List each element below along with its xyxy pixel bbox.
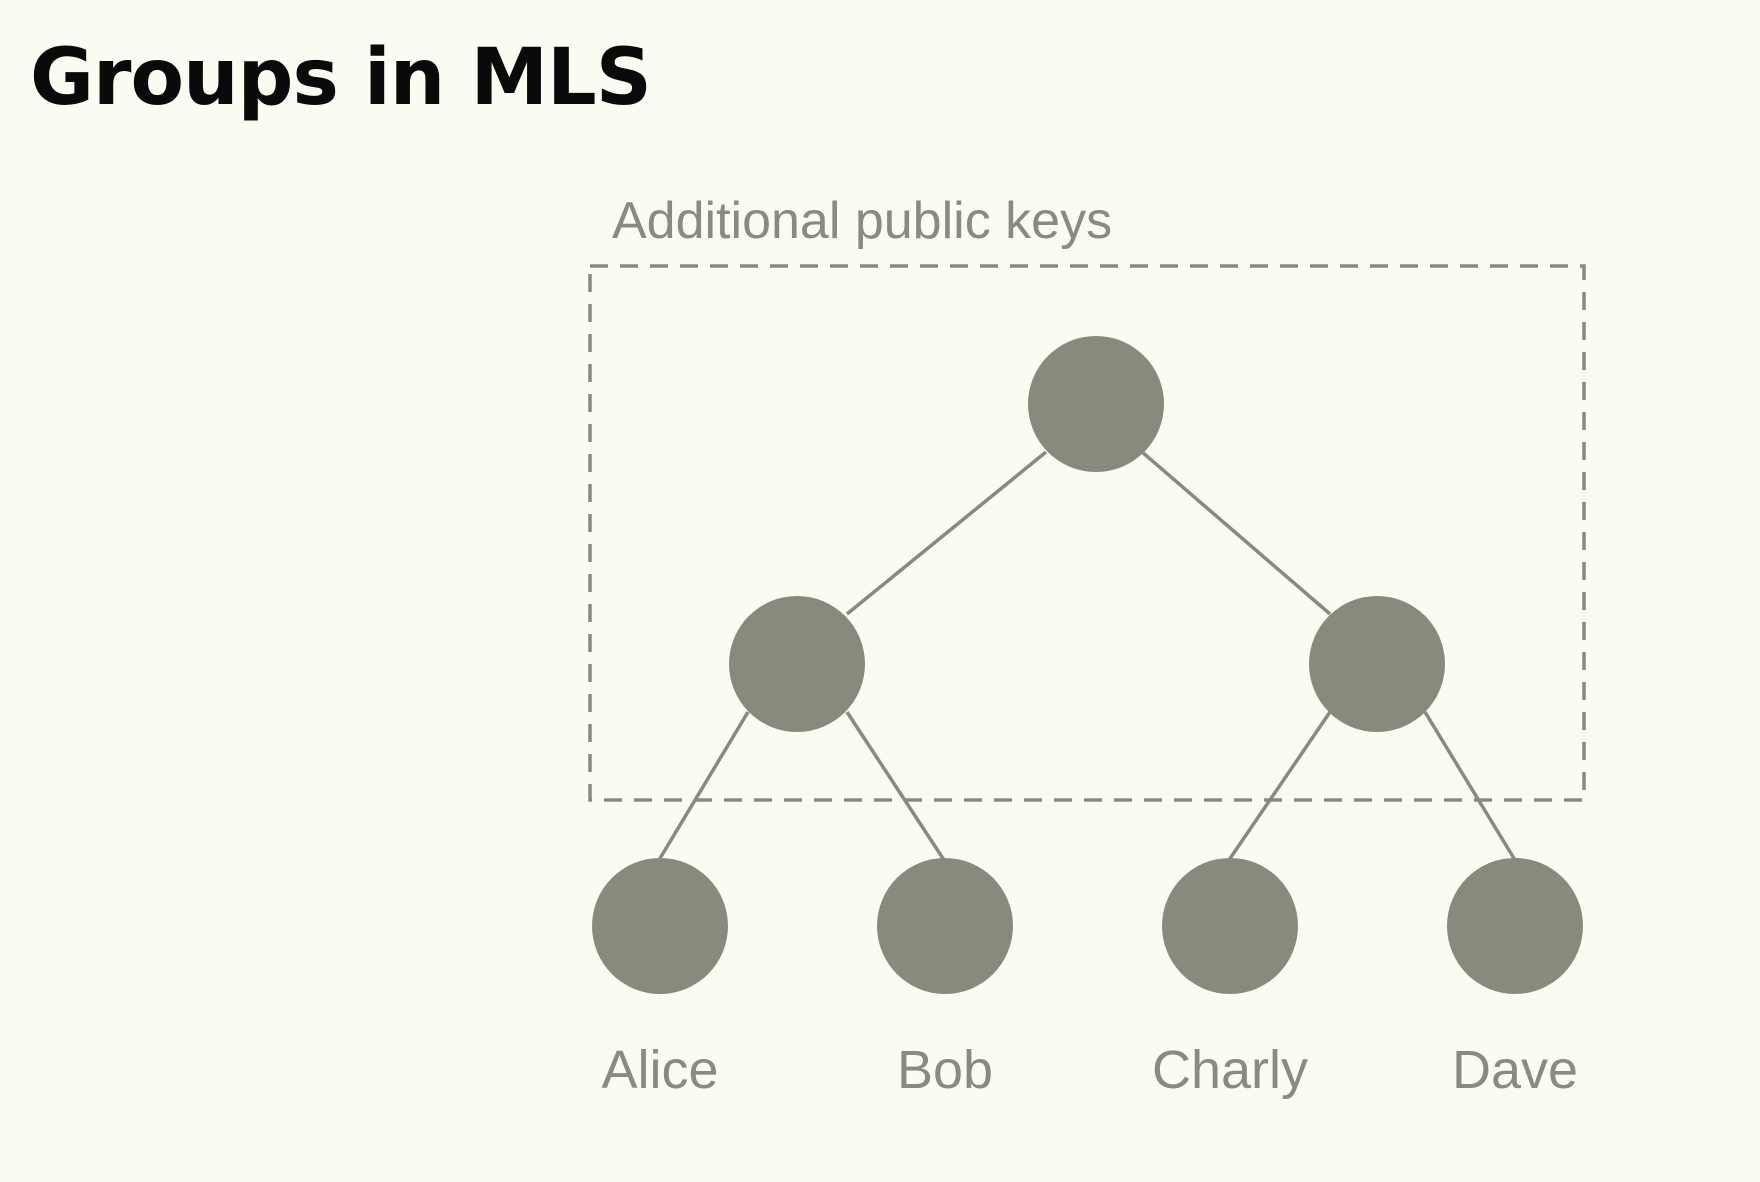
edge-root-left: [845, 450, 1048, 616]
leaf-label-bob: Bob: [897, 1040, 993, 1100]
edge-left-bob: [845, 711, 946, 861]
leaf-label-dave: Dave: [1452, 1040, 1578, 1100]
edge-right-dave: [1423, 711, 1517, 861]
leaf-label-alice: Alice: [601, 1040, 718, 1100]
edge-root-right: [1140, 450, 1332, 616]
slide-title: Groups in MLS: [30, 33, 652, 123]
right-parent-node: [1309, 596, 1445, 732]
root-node: [1028, 336, 1164, 472]
leaf-node-bob: [877, 858, 1013, 994]
left-parent-node: [729, 596, 865, 732]
leaf-node-dave: [1447, 858, 1583, 994]
leaf-node-charly: [1162, 858, 1298, 994]
public-keys-label: Additional public keys: [612, 192, 1112, 250]
edge-right-charly: [1227, 711, 1332, 861]
public-keys-box: [588, 264, 1586, 802]
edge-left-alice: [657, 711, 750, 861]
leaf-label-charly: Charly: [1152, 1040, 1308, 1100]
leaf-node-alice: [592, 858, 728, 994]
